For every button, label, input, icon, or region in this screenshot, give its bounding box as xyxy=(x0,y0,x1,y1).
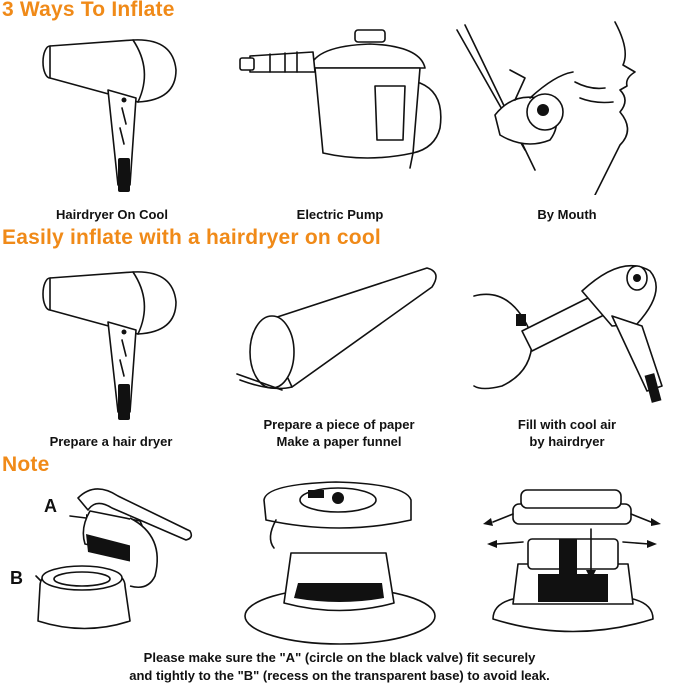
mouth-inflate-icon xyxy=(455,20,677,195)
hairdryer-section-title: Easily inflate with a hairdryer on cool xyxy=(2,226,381,249)
label-a: A xyxy=(44,496,57,516)
step-caption-line: Make a paper funnel xyxy=(276,434,402,449)
step-caption-line: Prepare a hair dryer xyxy=(49,434,173,449)
note-section-title: Note xyxy=(2,453,50,476)
valve-rotation-illustration xyxy=(483,484,663,648)
note-footer: Please make sure the "A" (circle on the … xyxy=(0,649,679,685)
step-caption-line: Fill with cool air xyxy=(517,417,617,432)
step-caption-paper-funnel: Prepare a piece of paper Make a paper fu… xyxy=(263,416,414,450)
hairdryer-filling-icon xyxy=(472,256,677,406)
step-caption-line: Prepare a piece of paper xyxy=(263,417,415,432)
step-caption-fill-air: Fill with cool air by hairdryer xyxy=(518,416,616,450)
paper-funnel-icon xyxy=(232,262,447,402)
valve-parts-illustration xyxy=(0,476,215,648)
step-caption-line: by hairdryer xyxy=(529,434,605,449)
way-caption-by-mouth: By Mouth xyxy=(537,207,597,222)
label-b: B xyxy=(10,568,23,588)
hairdryer-icon xyxy=(38,30,188,200)
way-caption-hairdryer: Hairdryer On Cool xyxy=(56,207,168,222)
ways-section-title: 3 Ways To Inflate xyxy=(2,0,175,21)
valve-assembled-illustration xyxy=(236,478,444,648)
step-caption-prepare-dryer: Prepare a hair dryer xyxy=(50,433,173,450)
electric-pump-icon xyxy=(235,28,445,178)
hairdryer-icon xyxy=(38,262,188,422)
note-footer-line-1: Please make sure the "A" (circle on the … xyxy=(143,650,536,665)
way-caption-electric-pump: Electric Pump xyxy=(296,207,384,222)
note-footer-line-2: and tightly to the "B" (recess on the tr… xyxy=(129,668,550,683)
